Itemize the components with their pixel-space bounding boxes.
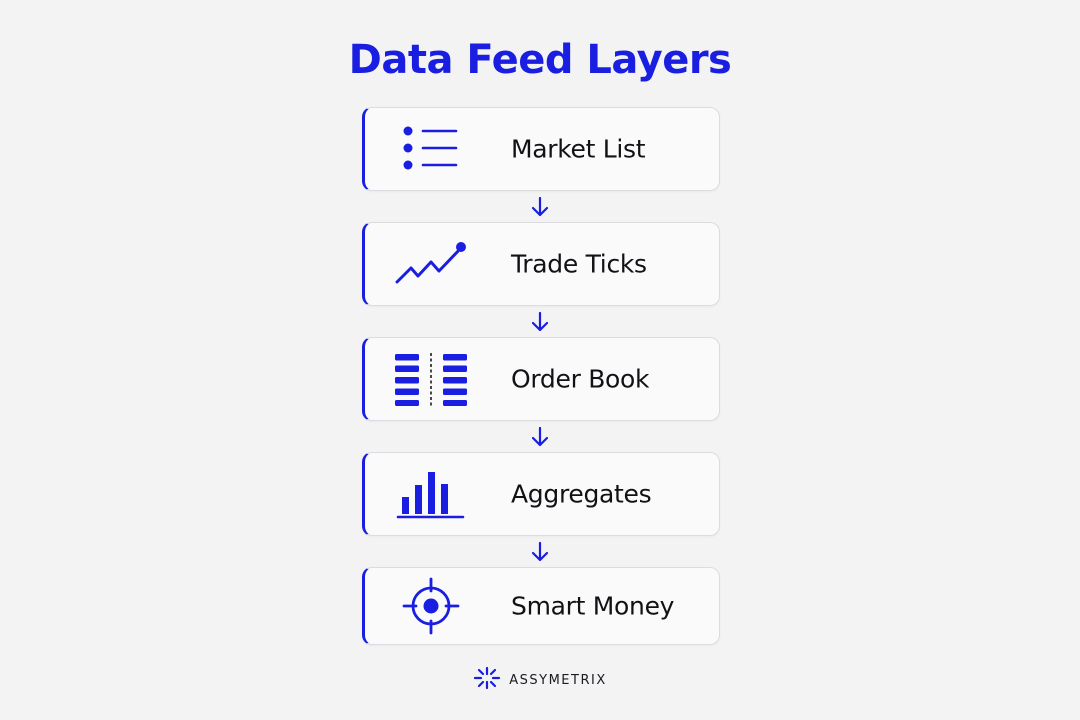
down-arrow-icon <box>360 306 720 337</box>
layer-card-trade-ticks: Trade Ticks <box>362 222 720 306</box>
page-title: Data Feed Layers <box>348 37 732 83</box>
bar-chart-icon <box>391 466 471 522</box>
down-arrow-icon <box>360 421 720 452</box>
layer-card-smart-money: Smart Money <box>362 567 720 645</box>
target-crosshair-icon <box>391 577 471 635</box>
brand-name: ASSYMETRIX <box>509 673 607 688</box>
layer-stack: Market List Trade Ticks <box>362 107 720 645</box>
starburst-logo-icon <box>473 666 501 695</box>
down-arrow-icon <box>360 191 720 222</box>
layer-label: Trade Ticks <box>511 249 647 279</box>
layer-label: Aggregates <box>511 479 652 509</box>
layer-card-aggregates: Aggregates <box>362 452 720 536</box>
layer-label: Smart Money <box>511 591 675 621</box>
trend-line-icon <box>391 236 471 292</box>
layer-label: Market List <box>511 134 646 164</box>
layer-card-order-book: Order Book <box>362 337 720 421</box>
brand-footer: ASSYMETRIX <box>0 666 1080 695</box>
layer-card-market-list: Market List <box>362 107 720 191</box>
order-book-icon <box>391 351 471 407</box>
down-arrow-icon <box>360 536 720 567</box>
layer-label: Order Book <box>511 364 650 394</box>
list-icon <box>391 121 471 177</box>
